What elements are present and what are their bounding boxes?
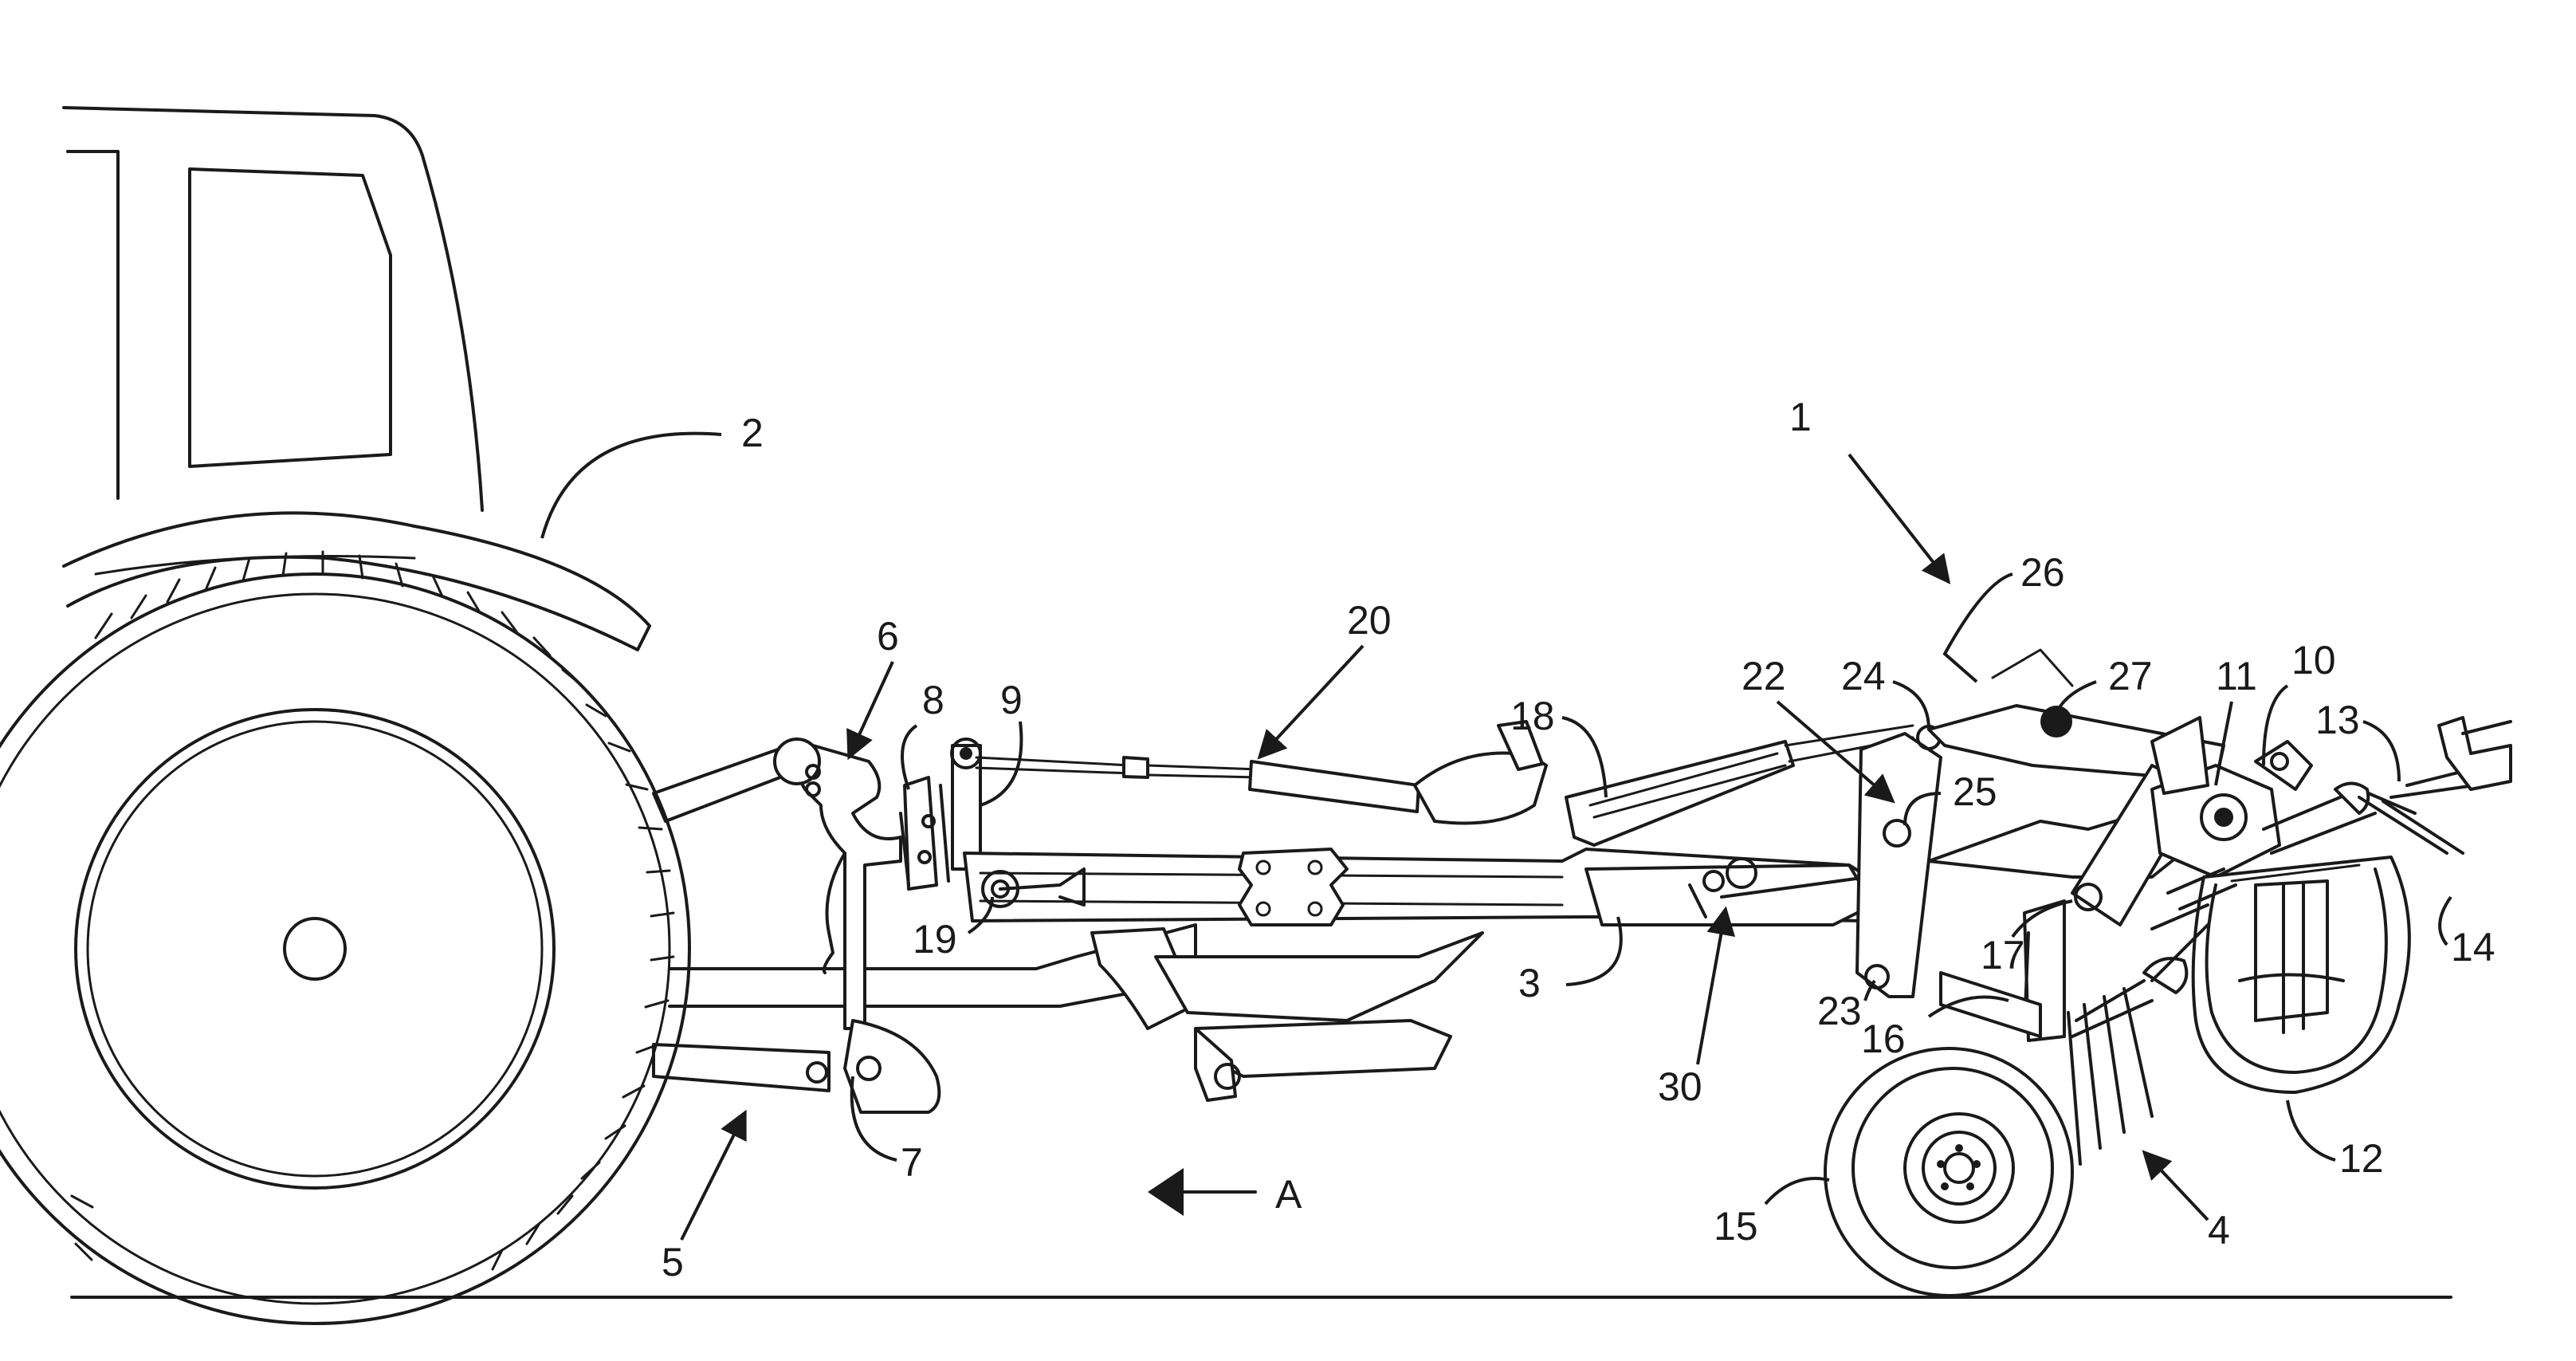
label-16: 16 <box>1861 1017 1906 1061</box>
label-15: 15 <box>1714 1204 1758 1249</box>
label-9: 9 <box>1000 678 1023 722</box>
label-24: 24 <box>1841 654 1886 698</box>
label-13: 13 <box>2315 698 2360 742</box>
label-1: 1 <box>1789 395 1812 439</box>
label-7: 7 <box>901 1140 923 1185</box>
label-3: 3 <box>1518 961 1541 1005</box>
label-14: 14 <box>2451 925 2496 970</box>
label-4: 4 <box>2208 1208 2230 1253</box>
tines <box>2068 925 2208 1164</box>
label-18: 18 <box>1510 694 1555 738</box>
rear-hub <box>285 918 345 979</box>
rear-rim <box>76 710 554 1188</box>
label-23: 23 <box>1817 989 1862 1033</box>
main-frame <box>964 849 1897 1100</box>
label-5: 5 <box>662 1240 684 1284</box>
label-25: 25 <box>1953 769 1997 814</box>
label-17: 17 <box>1981 933 2025 977</box>
label-19: 19 <box>913 917 957 962</box>
label-2: 2 <box>741 411 764 455</box>
label-22: 22 <box>1742 654 1786 698</box>
cylinder <box>976 722 1546 824</box>
label-11: 11 <box>2216 654 2257 698</box>
support-tire <box>1825 1048 2072 1296</box>
windrow-curtain <box>2152 857 2409 1092</box>
label-12: 12 <box>2339 1136 2384 1181</box>
label-30: 30 <box>1658 1064 1702 1109</box>
label-8: 8 <box>922 678 944 722</box>
label-10: 10 <box>2291 638 2336 682</box>
tractor <box>0 108 689 1324</box>
label-27: 27 <box>2108 654 2153 698</box>
label-6: 6 <box>877 614 899 659</box>
label-20: 20 <box>1347 598 1392 643</box>
label-26: 26 <box>2020 550 2065 595</box>
label-direction-a: A <box>1275 1172 1302 1217</box>
